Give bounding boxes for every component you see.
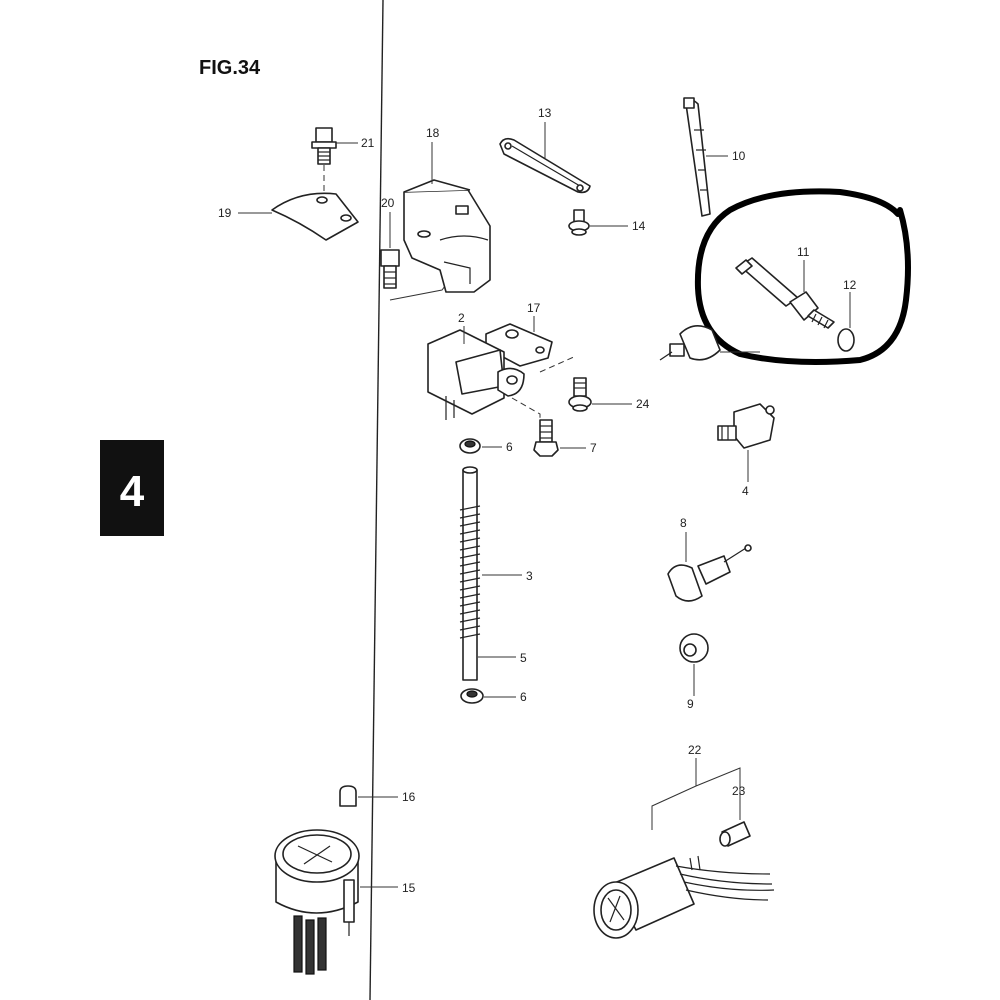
callout-19: 19: [218, 206, 232, 220]
callout-20: 20: [381, 196, 395, 210]
part-16-bulb: [339, 785, 357, 807]
part-24-screw: [568, 377, 592, 412]
callout-3: 3: [526, 569, 533, 583]
part-11-sensor: [735, 257, 835, 329]
callout-11: 11: [797, 245, 810, 259]
callout-17: 17: [527, 301, 541, 315]
callout-2: 2: [458, 311, 465, 325]
part-12-o-ring: [837, 328, 855, 352]
part-18-housing: [403, 179, 491, 293]
part-19-plate: [271, 192, 359, 241]
part-14-screw: [568, 209, 590, 236]
part-6-nut-lower: [460, 688, 484, 704]
callout-10: 10: [732, 149, 746, 163]
callout-22: 22: [688, 743, 702, 757]
part-23-bulb: [719, 821, 751, 847]
highlight-circle: [694, 188, 911, 365]
callout-23: 23: [732, 784, 746, 798]
callout-15: 15: [402, 881, 416, 895]
part-7-bolt: [533, 419, 559, 457]
part-9-grommet: [679, 633, 709, 663]
part-8-socket: [667, 544, 752, 602]
callout-9: 9: [687, 697, 694, 711]
callout-8: 8: [680, 516, 687, 530]
callout-13: 13: [538, 106, 552, 120]
callout-21: 21: [361, 136, 375, 150]
section-tab: 4: [100, 440, 164, 536]
callout-12: 12: [843, 278, 857, 292]
part-4-switch: [717, 403, 775, 449]
callout-5: 5: [520, 651, 527, 665]
divider-line: [369, 0, 384, 1000]
part-2-switch: [427, 329, 525, 420]
callout-18: 18: [426, 126, 440, 140]
part-3-shaft: [459, 466, 481, 681]
callout-6-lower: 6: [520, 690, 527, 704]
callout-7: 7: [590, 441, 597, 455]
part-13-strap: [499, 137, 591, 194]
part-20-bolt: [380, 249, 400, 289]
part-10-cable-tie: [683, 97, 711, 217]
callout-6-upper: 6: [506, 440, 513, 454]
sender-unit: [659, 325, 760, 361]
callout-14: 14: [632, 219, 646, 233]
part-22-meter: [593, 855, 775, 939]
part-21-bolt: [311, 127, 337, 198]
callout-4: 4: [742, 484, 749, 498]
callout-24: 24: [636, 397, 650, 411]
part-6-nut-upper: [459, 438, 481, 454]
section-number: 4: [120, 467, 145, 516]
part-15-gauge: [274, 829, 360, 975]
callout-16: 16: [402, 790, 416, 804]
figure-title: FIG.34: [199, 57, 261, 79]
